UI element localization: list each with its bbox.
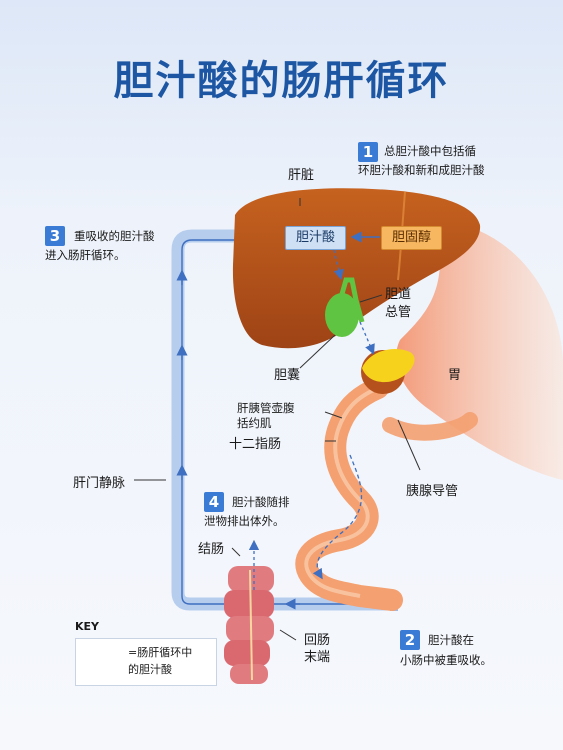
gallbladder-shape [325,293,359,337]
colon-label: 结肠 [198,542,225,557]
small-intestine [295,377,403,611]
bile-acid-box: 胆汁酸 [285,226,347,250]
step-1-text-2: 环胆汁酸和新和成胆汁酸 [358,163,485,177]
step-4-badge: 4 [204,492,224,512]
step-1-badge: 1 [358,142,378,162]
step-2-text-2: 小肠中被重吸收。 [400,653,492,667]
stomach-label: 胃 [448,368,462,383]
step-1-text: 总胆汁酸中包括循 [384,144,476,158]
step-3-badge: 3 [45,226,65,246]
step-4-text-2: 泄物排出体外。 [204,514,285,528]
duodenum-label: 十二指肠 [229,437,282,452]
liver-label: 肝脏 [288,168,315,183]
sphincter-label: 肝胰管壶腹 括约肌 [237,401,295,430]
key-text: =肠肝循环中 的胆汁酸 [128,646,193,676]
pancreatic-duct-label: 胰腺导管 [406,484,459,499]
gallbladder-label: 胆囊 [274,368,301,383]
step-2-text: 胆汁酸在 [428,633,474,647]
ileum-label: 回肠 末端 [304,633,331,665]
bile-duct-label: 胆道 总管 [385,287,412,320]
vein-flow-line [181,234,390,605]
portal-vein-label: 肝门静脉 [73,476,126,491]
key-box: =肠肝循环中 的胆汁酸 [75,638,217,686]
stomach-shape [396,220,563,480]
step-3-text: 重吸收的胆汁酸 [74,229,155,243]
colon-shape [224,566,274,684]
cholesterol-box: 胆固醇 [381,226,443,250]
step-4-text: 胆汁酸随排 [232,495,290,509]
step-3-text-2: 进入肠肝循环。 [45,248,126,262]
key-title: KEY [75,620,100,633]
page-title: 胆汁酸的肠肝循环 [113,58,450,104]
pancreas-shape [362,348,415,383]
step-2-badge: 2 [400,630,420,650]
